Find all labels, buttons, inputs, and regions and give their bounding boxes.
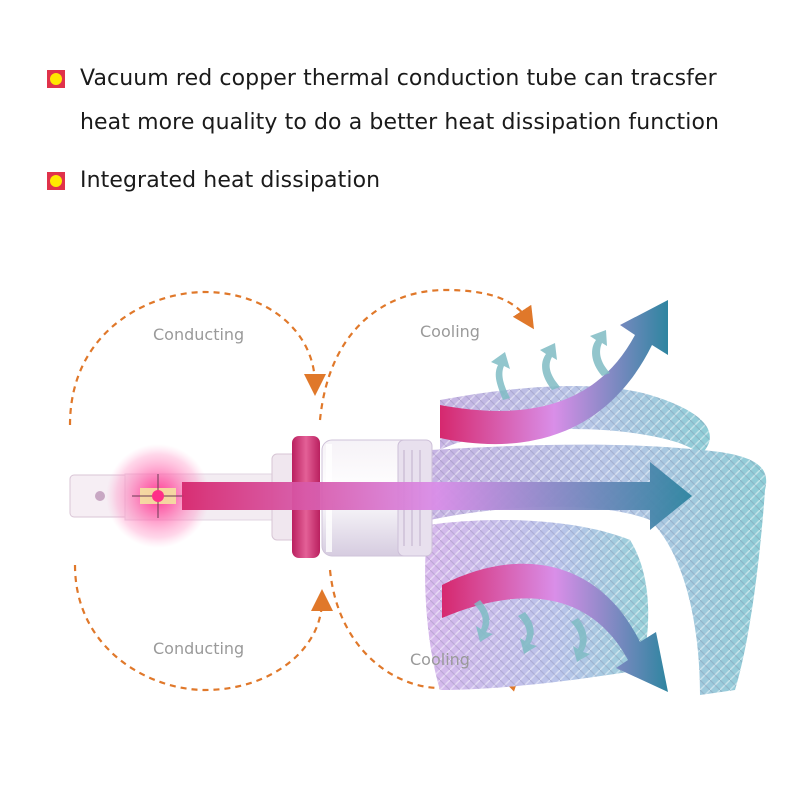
bullet-2-icon: [47, 172, 65, 190]
curved-teal-arrow-icon: [474, 330, 610, 662]
bullet-1-line-1: Vacuum red copper thermal conduction tub…: [80, 66, 717, 91]
bullet-1-icon: [47, 70, 65, 88]
lower-heat-arrow-icon: [442, 563, 668, 692]
label-cooling-top: Cooling: [420, 322, 480, 341]
pink-to-blue-gradient-arrow-icon: [182, 462, 692, 530]
bullet-1-line-2: heat more quality to do a better heat di…: [80, 110, 720, 135]
bullet-2-line-1: Integrated heat dissipation: [80, 168, 381, 193]
label-cooling-bottom: Cooling: [410, 650, 470, 669]
label-conducting-bottom: Conducting: [153, 639, 245, 658]
led-glow: [106, 444, 210, 548]
upper-heat-arrow-icon: [440, 300, 668, 445]
label-conducting-top: Conducting: [153, 325, 245, 344]
